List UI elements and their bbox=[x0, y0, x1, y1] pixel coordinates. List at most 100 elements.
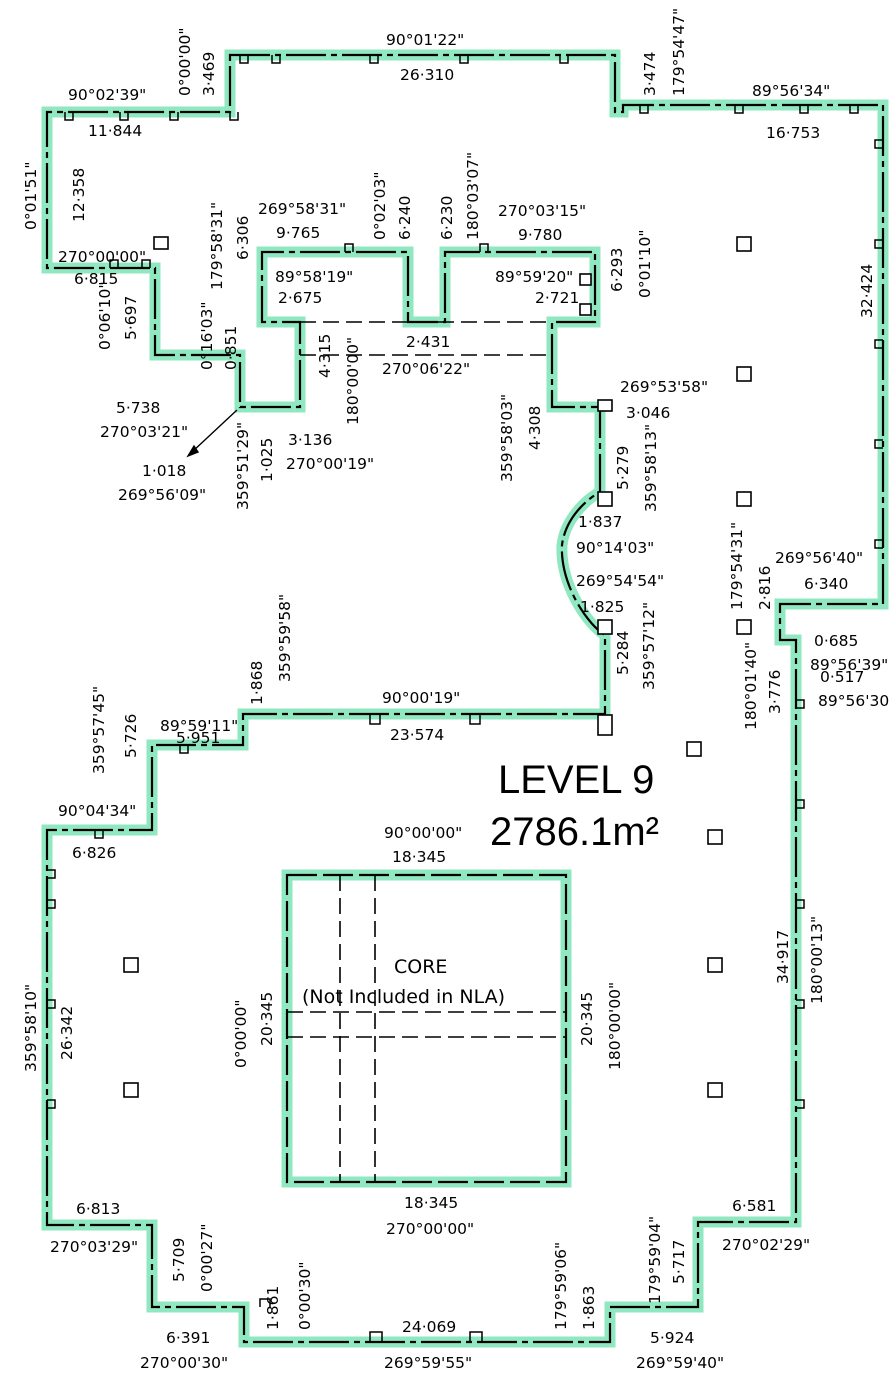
dim-label: 6·240 bbox=[396, 196, 414, 240]
dim-label: 6·293 bbox=[608, 248, 626, 292]
dim-label: 20·345 bbox=[578, 992, 596, 1046]
dim-label: 5·279 bbox=[614, 446, 632, 490]
dim-label: 359°51'29" bbox=[234, 422, 252, 510]
dim-label: 0°00'27" bbox=[198, 1224, 216, 1292]
dim-label: 180°00'13" bbox=[808, 916, 826, 1004]
dim-label: 269°58'31" bbox=[258, 200, 346, 218]
dim-label: 89°59'11" bbox=[160, 717, 238, 735]
dim-label: 0°01'51" bbox=[22, 162, 40, 230]
dim-label: 4·315 bbox=[316, 334, 334, 378]
core-title: CORE bbox=[394, 956, 447, 978]
dim-label: 1·868 bbox=[248, 661, 266, 705]
dim-label: 5·709 bbox=[170, 1238, 188, 1282]
dim-label: 26·310 bbox=[400, 66, 454, 84]
dim-label: 3·136 bbox=[288, 431, 332, 449]
dim-label: 179°54'31" bbox=[728, 522, 746, 610]
dim-label: 180°03'07" bbox=[464, 152, 482, 240]
dim-label: 90°00'19" bbox=[382, 689, 460, 707]
dim-label: 90°00'00" bbox=[384, 824, 462, 842]
dim-label: 269°54'54" bbox=[576, 572, 664, 590]
dim-label: 1·025 bbox=[258, 438, 276, 482]
dim-label: 269°59'40" bbox=[636, 1354, 724, 1372]
dim-label: 5·738 bbox=[116, 399, 160, 417]
dim-label: 16·753 bbox=[766, 124, 820, 142]
dim-label: 9·765 bbox=[276, 224, 320, 242]
dim-label: 5·726 bbox=[122, 714, 140, 758]
dim-label: 270°03'29" bbox=[50, 1238, 138, 1256]
dim-label: 3·776 bbox=[766, 670, 784, 714]
dim-label: 90°04'34" bbox=[58, 802, 136, 820]
facade-mullions bbox=[47, 55, 883, 1342]
dim-label: 270°02'29" bbox=[722, 1236, 810, 1254]
dim-label: 359°59'58" bbox=[276, 594, 294, 682]
area-value: 2786.1m² bbox=[490, 810, 659, 854]
dim-label: 18·345 bbox=[392, 848, 446, 866]
dim-label: 9·780 bbox=[518, 226, 562, 244]
dim-label: 26·342 bbox=[58, 1006, 76, 1060]
dim-label: 3·469 bbox=[200, 52, 218, 96]
dim-label: 6·230 bbox=[438, 196, 456, 240]
dim-label: 89°56'30 bbox=[818, 692, 889, 710]
level-title: LEVEL 9 bbox=[498, 758, 654, 802]
dim-label: 89°56'39" bbox=[810, 656, 888, 674]
dim-label: 32·424 bbox=[858, 264, 876, 318]
dim-label: 0°02'03" bbox=[371, 172, 389, 240]
dim-label: 269°56'09" bbox=[118, 486, 206, 504]
dim-label: 89°59'20" bbox=[495, 268, 573, 286]
dim-label: 20·345 bbox=[258, 992, 276, 1046]
dim-label: 359°58'13" bbox=[642, 424, 660, 512]
columns bbox=[123, 236, 752, 1098]
dim-label: 179°54'47" bbox=[670, 8, 688, 96]
dim-label: 6·813 bbox=[76, 1200, 120, 1218]
dim-label: 0°00'00" bbox=[176, 28, 194, 96]
dim-label: 1·837 bbox=[578, 513, 622, 531]
dim-label: 89°56'34" bbox=[752, 82, 830, 100]
dim-label: 359°57'12" bbox=[640, 602, 658, 690]
dim-label: 6·306 bbox=[234, 216, 252, 260]
dim-label: 6·581 bbox=[732, 1197, 776, 1215]
dim-label: 359°57'45" bbox=[90, 686, 108, 774]
dim-label: 269°59'55" bbox=[384, 1354, 472, 1372]
dim-label: 5·924 bbox=[650, 1329, 694, 1347]
dim-label: 90°01'22" bbox=[386, 31, 464, 49]
dim-label: 5·951 bbox=[176, 729, 220, 747]
dim-label: 0°06'10" bbox=[96, 282, 114, 350]
dim-label: 0°01'10" bbox=[636, 230, 654, 298]
dim-label: 3·474 bbox=[641, 52, 659, 96]
leader-arrow bbox=[186, 409, 238, 458]
dim-label: 2·431 bbox=[406, 333, 450, 351]
dimension-labels: 90°01'22" 26·310 0°00'00" 3·469 3·474 17… bbox=[22, 8, 889, 1372]
dim-label: 270°06'22" bbox=[382, 360, 470, 378]
dim-label: 34·917 bbox=[774, 930, 792, 984]
dim-label: 6·815 bbox=[74, 270, 118, 288]
dim-label: 3·046 bbox=[626, 404, 670, 422]
dim-label: 11·844 bbox=[88, 122, 142, 140]
dim-label: 2·675 bbox=[278, 289, 322, 307]
dim-label: 180°01'40" bbox=[742, 642, 760, 730]
dim-label: 23·574 bbox=[390, 726, 444, 744]
dim-label: 359°58'03" bbox=[498, 394, 516, 482]
dim-label: 1·825 bbox=[580, 598, 624, 616]
dim-label: 270°00'30" bbox=[140, 1354, 228, 1372]
dim-label: 269°53'58" bbox=[620, 378, 708, 396]
dim-label: 2·721 bbox=[535, 289, 579, 307]
nla-boundary-line bbox=[45, 53, 885, 1344]
dim-label: 5·717 bbox=[670, 1240, 688, 1284]
dim-label: 2·816 bbox=[756, 566, 774, 610]
dim-label: 180°00'00" bbox=[344, 337, 362, 425]
dim-label: 6·826 bbox=[72, 844, 116, 862]
dim-label: 180°00'00" bbox=[606, 982, 624, 1070]
dim-label: 269°56'40" bbox=[775, 549, 863, 567]
dim-label: 179°58'31" bbox=[208, 202, 226, 290]
dim-label: 1·861 bbox=[264, 1286, 282, 1330]
dim-label: 1·018 bbox=[142, 462, 186, 480]
dim-label: 90°02'39" bbox=[68, 86, 146, 104]
dim-label: 24·069 bbox=[402, 1318, 456, 1336]
dim-label: 5·697 bbox=[122, 296, 140, 340]
dim-label: 0·517 bbox=[820, 668, 864, 686]
dim-label: 270°00'00" bbox=[386, 1220, 474, 1238]
core-note: (Not Included in NLA) bbox=[302, 986, 505, 1008]
dim-label: 18·345 bbox=[404, 1194, 458, 1212]
dim-label: 0·685 bbox=[814, 632, 858, 650]
dim-label: 0°16'03" bbox=[198, 302, 216, 370]
